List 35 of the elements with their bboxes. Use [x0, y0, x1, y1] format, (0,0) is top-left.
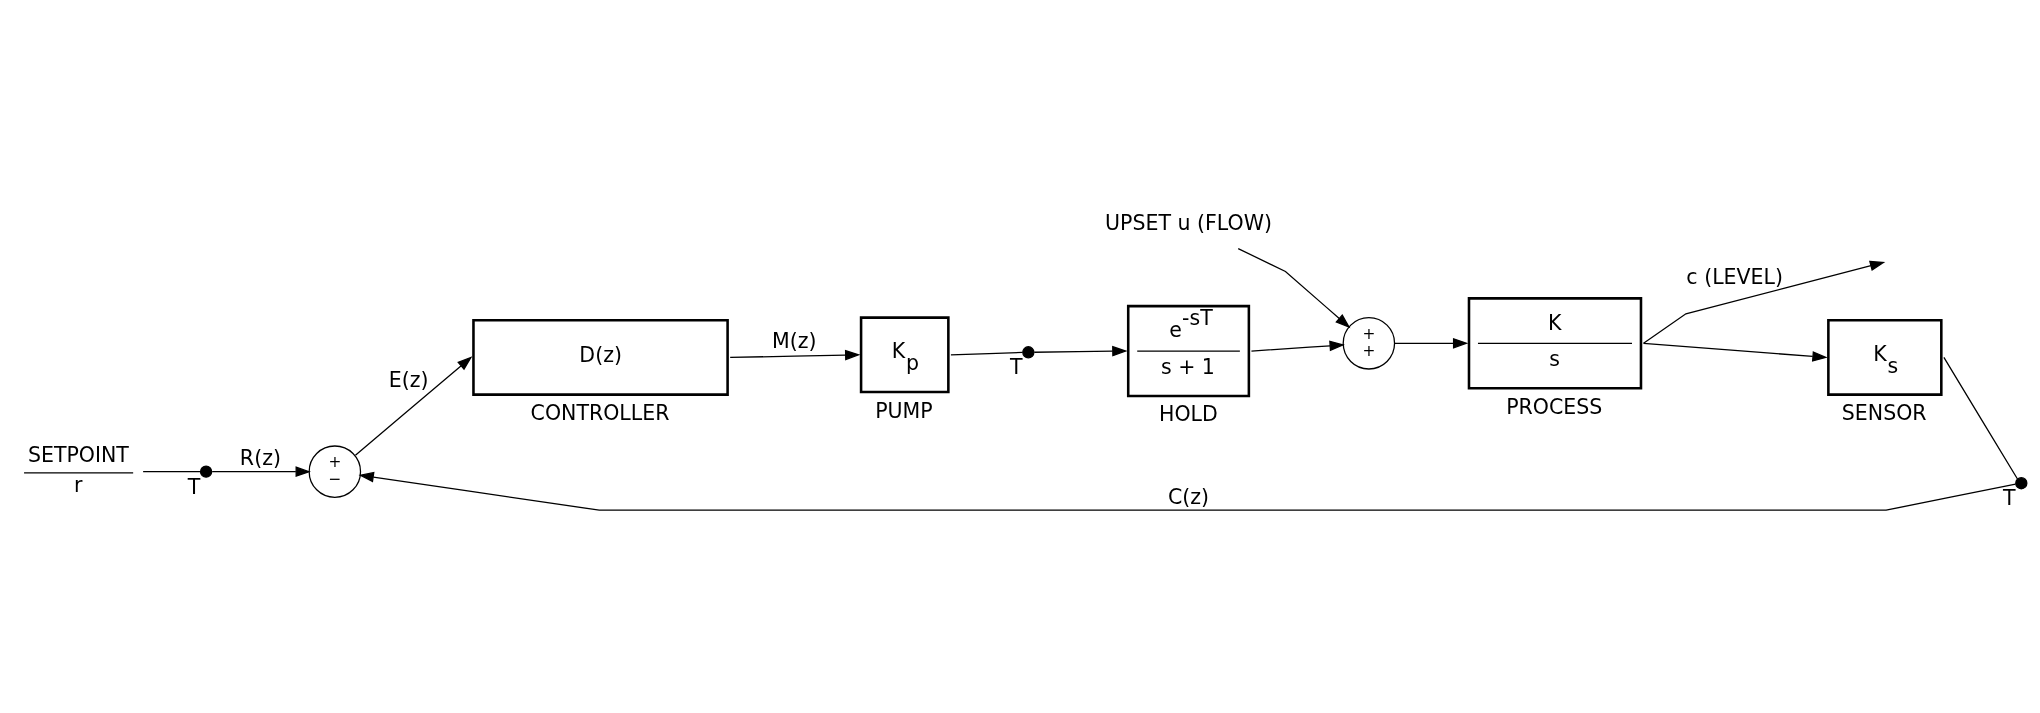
- node-switch: [1022, 345, 1035, 358]
- edge-label: c (LEVEL): [1686, 264, 1783, 289]
- node-label: HOLD: [1159, 401, 1218, 426]
- node-switch: [2015, 476, 2028, 489]
- arrow: [354, 355, 473, 456]
- connector: [950, 351, 1024, 355]
- edge-label: E(z): [388, 367, 429, 392]
- node-label: PUMP: [875, 398, 933, 422]
- arrow: [1033, 345, 1128, 357]
- node-label: T: [1010, 354, 1023, 379]
- connector: [1943, 356, 2019, 480]
- node-label: T: [2003, 485, 2016, 510]
- node-text: UPSET u (FLOW): [1105, 210, 1273, 235]
- edge-label: C(z): [1167, 484, 1210, 508]
- arrow: [1394, 337, 1469, 349]
- edge-label: M(z): [772, 328, 817, 353]
- arrow: [358, 471, 2017, 511]
- node-text: SETPOINT r: [27, 442, 129, 497]
- arrow: [1642, 342, 1828, 362]
- node-switch: [199, 465, 213, 478]
- node-circle: + +: [1342, 316, 1396, 370]
- arrow: [1237, 247, 1351, 328]
- node-circle: + −: [308, 444, 362, 498]
- node-box: D(z): [472, 318, 729, 396]
- arrow: [1250, 339, 1345, 352]
- arrow: [729, 349, 861, 361]
- arrow: [211, 465, 311, 477]
- node-box: K s: [1467, 296, 1643, 390]
- node-label: PROCESS: [1506, 394, 1603, 419]
- node-label: T: [187, 474, 201, 499]
- arrow: [1642, 260, 1886, 344]
- connector: [142, 470, 201, 472]
- node-label: CONTROLLER: [530, 400, 670, 425]
- node-label: SENSOR: [1841, 400, 1927, 425]
- edge-label: R(z): [239, 445, 281, 470]
